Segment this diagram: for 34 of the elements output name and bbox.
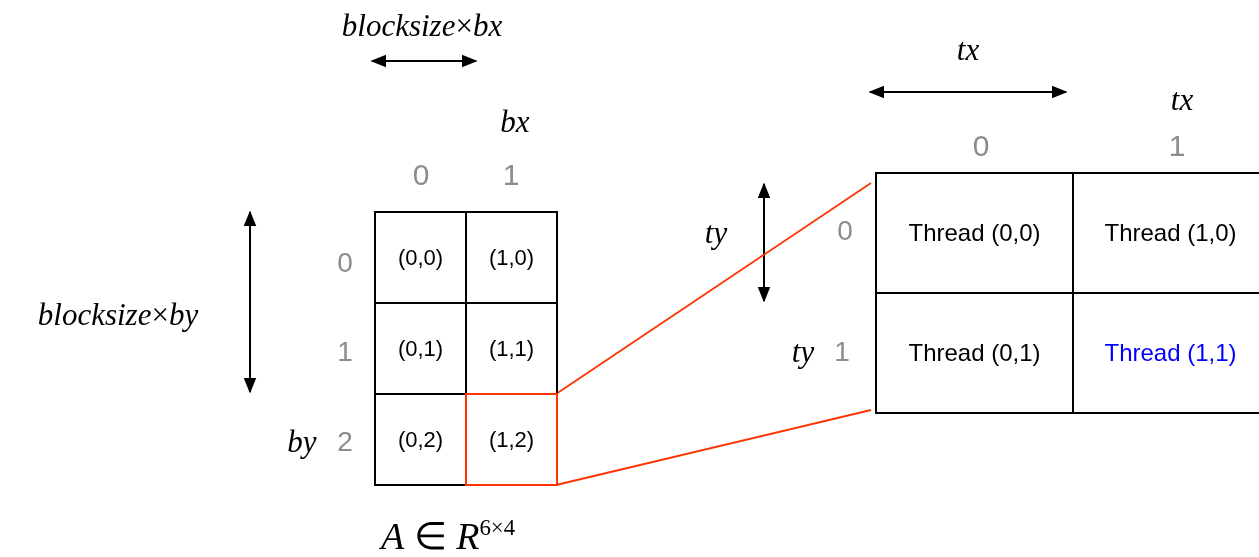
cell-label: Thread (0,0): [908, 219, 1041, 247]
cell-label: Thread (1,0): [1104, 219, 1237, 247]
cell-label: Thread (0,1): [908, 339, 1041, 367]
cell-label: Thread (1,1): [1104, 339, 1237, 367]
cell-label: (1,1): [488, 335, 535, 362]
zoom-line: [555, 409, 872, 486]
math-label: bx: [500, 104, 530, 140]
math-label: tx: [956, 32, 980, 68]
block-cell: [465, 393, 558, 486]
index-label: 2: [337, 426, 353, 458]
cell-label: (1,2): [488, 426, 535, 453]
math-label: blocksize×bx: [341, 8, 503, 44]
block-cell: [374, 393, 467, 486]
math-label: ty: [704, 215, 728, 251]
index-label: 0: [337, 247, 353, 279]
zoom-line: [555, 182, 872, 395]
math-label: tx: [1170, 82, 1194, 118]
index-label: 1: [337, 336, 353, 368]
math-label: ty: [791, 334, 815, 370]
cell-label: (1,0): [488, 244, 535, 271]
block-cell: [374, 211, 467, 304]
index-label: 0: [412, 158, 430, 192]
index-label: 0: [972, 129, 990, 163]
cell-label: (0,0): [397, 244, 444, 271]
index-label: 1: [1168, 129, 1186, 163]
block-cell: [465, 211, 558, 304]
index-label: 0: [837, 215, 853, 247]
cell-label: (0,2): [397, 426, 444, 453]
index-label: 1: [502, 158, 520, 192]
math-label: by: [287, 424, 317, 460]
math-label: A ∈ R$^{6×4}$: [380, 514, 516, 557]
cell-label: (0,1): [397, 335, 444, 362]
index-label: 1: [834, 336, 850, 368]
math-label: blocksize×by: [37, 297, 199, 333]
